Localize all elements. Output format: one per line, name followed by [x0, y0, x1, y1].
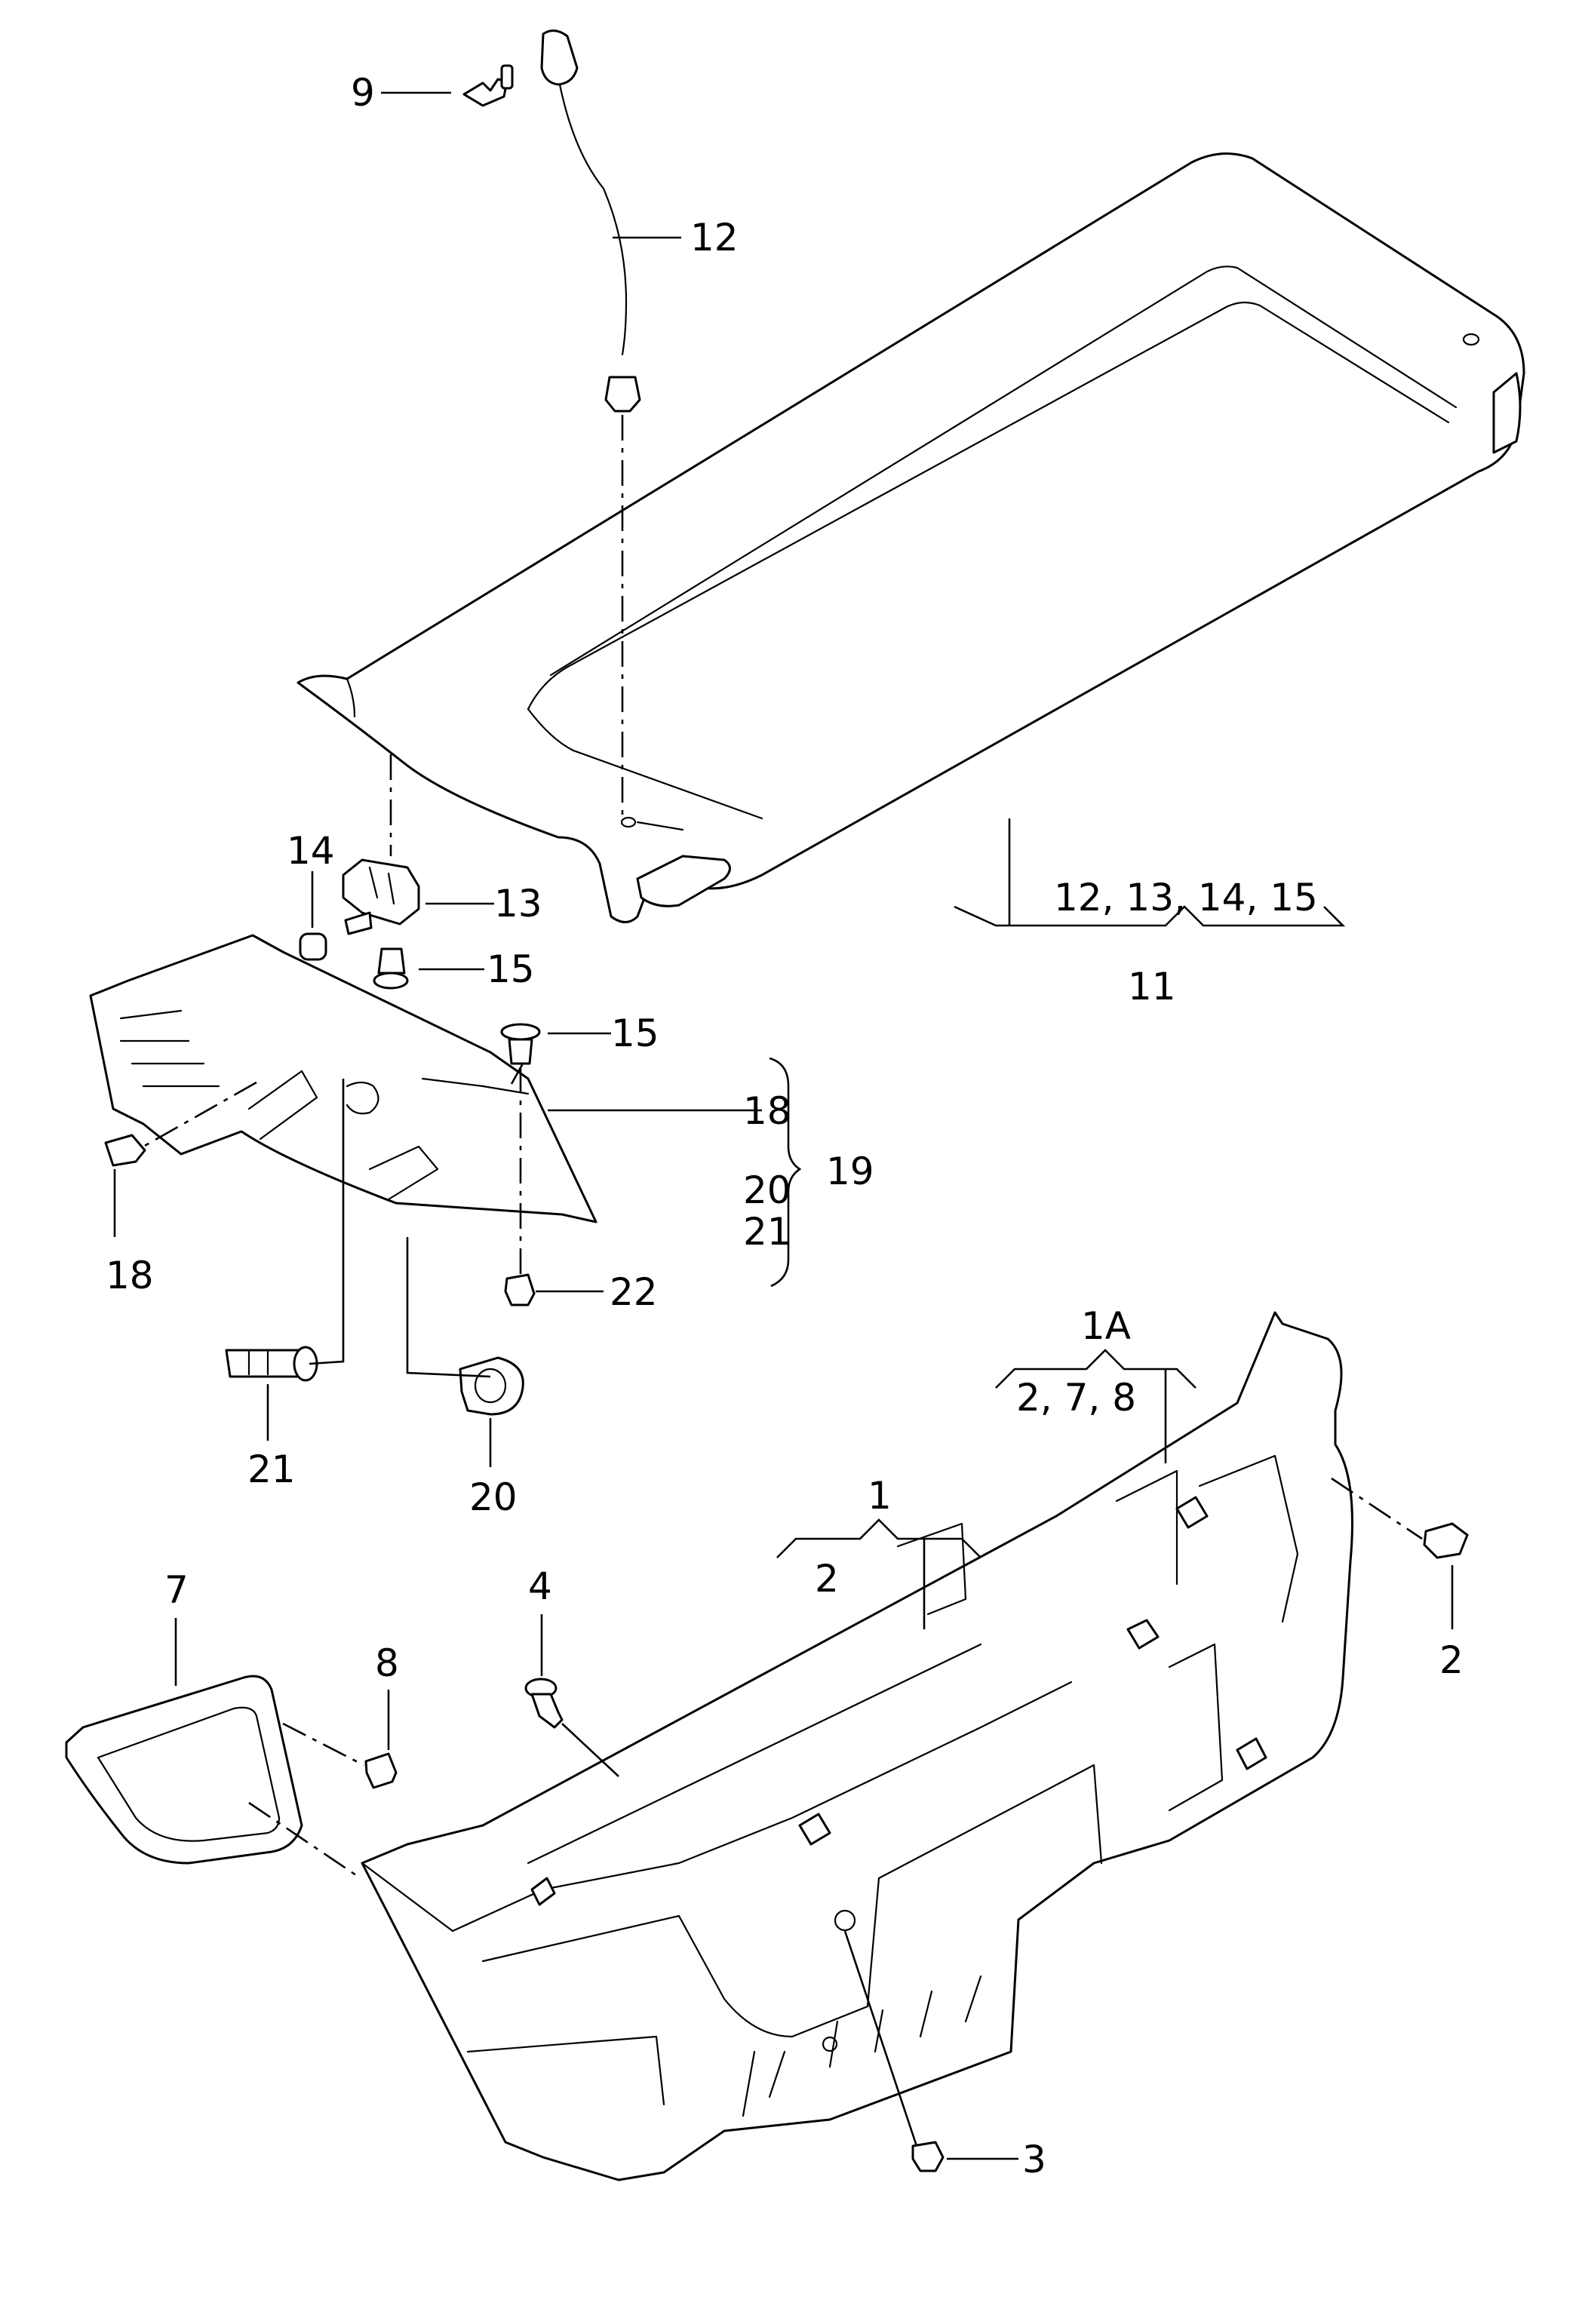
callout-15-b: 15	[611, 1012, 659, 1055]
clip-8	[364, 1752, 398, 1789]
callout-7: 7	[164, 1568, 189, 1612]
clip-2	[1423, 1522, 1469, 1559]
frame-7	[65, 1675, 303, 1865]
release-cable	[540, 29, 641, 413]
nut-22	[504, 1273, 536, 1306]
clip-18	[104, 1134, 146, 1167]
callout-13: 13	[494, 882, 542, 926]
callout-1A: 1A	[1081, 1304, 1131, 1348]
lock-cylinder-21	[225, 1346, 318, 1382]
lower-trim-panel	[361, 1311, 1353, 2181]
callout-21: 21	[247, 1448, 296, 1491]
callout-1: 1	[868, 1474, 892, 1518]
callout-14: 14	[287, 829, 335, 873]
callout-19: 19	[826, 1150, 874, 1193]
callout-9: 9	[351, 71, 375, 115]
callout-12: 12	[690, 216, 739, 259]
callout-2: 2	[1439, 1638, 1464, 1682]
bolt-9	[462, 64, 514, 107]
bearing-20	[459, 1356, 524, 1416]
callout-1A-group: 2, 7, 8	[1016, 1376, 1136, 1420]
callout-20-right: 20	[743, 1168, 791, 1212]
callout-4: 4	[528, 1564, 552, 1608]
callout-3: 3	[1022, 2138, 1046, 2181]
callout-18-right: 18	[743, 1089, 791, 1133]
leader-lines	[113, 91, 1454, 2160]
callout-1-group: 2	[815, 1557, 839, 1601]
callout-8: 8	[375, 1641, 399, 1685]
callout-20: 20	[469, 1475, 518, 1519]
callout-22: 22	[610, 1270, 658, 1314]
callout-11-group: 12, 13, 14, 15	[1054, 876, 1318, 919]
callout-labels: 9 12 12, 13, 14, 15 11 14 13 15 15 18 19…	[106, 71, 1464, 2181]
screw-15-a	[373, 947, 409, 990]
callout-21-right: 21	[743, 1210, 791, 1254]
callout-11: 11	[1128, 965, 1176, 1008]
upper-trim-panel	[296, 152, 1525, 923]
callout-18: 18	[106, 1254, 154, 1297]
callout-15-a: 15	[487, 947, 535, 991]
bracket-13	[342, 858, 420, 935]
cap-14	[299, 932, 327, 961]
assembly-lines	[143, 415, 1423, 1880]
screw-4	[524, 1678, 564, 1729]
nut-3	[911, 2141, 945, 2172]
screw-15-b	[500, 1023, 541, 1065]
